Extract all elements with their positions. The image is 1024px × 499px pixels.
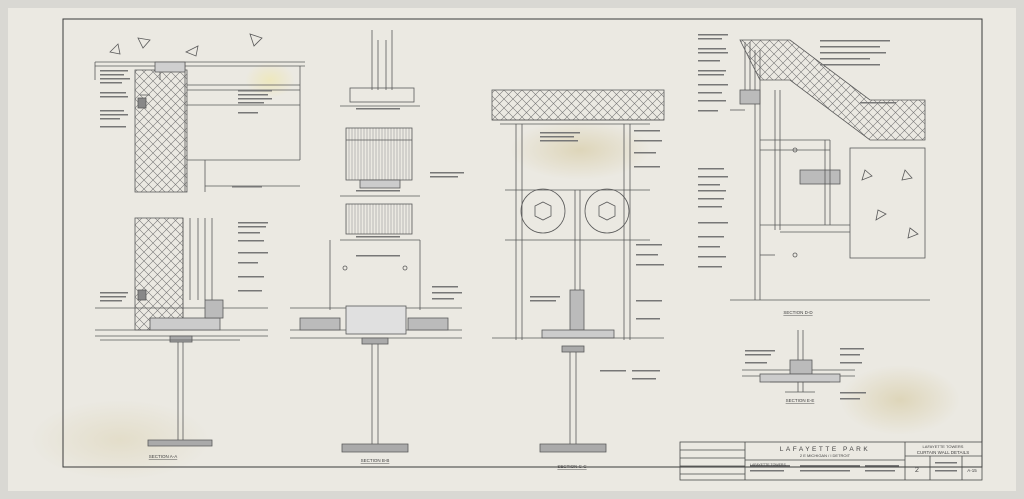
sheet-number: A-15 bbox=[967, 468, 977, 473]
detail-b bbox=[290, 30, 462, 453]
detail-d bbox=[730, 39, 930, 301]
project-title: LAFAYETTE PARK bbox=[780, 446, 870, 453]
detail-c bbox=[491, 89, 665, 453]
detail-a-top bbox=[94, 33, 305, 193]
detail-e bbox=[742, 330, 855, 393]
notes-e bbox=[745, 348, 866, 400]
detail-a-bottom bbox=[95, 217, 268, 447]
building-name: LAFAYETTE TOWERS bbox=[750, 463, 786, 467]
drawing-border bbox=[62, 18, 983, 468]
title-block bbox=[679, 441, 983, 481]
sheet-sequence: 2 bbox=[915, 467, 919, 474]
building-name-header: LAFAYETTE TOWERS bbox=[923, 444, 964, 449]
notes-c bbox=[530, 130, 664, 380]
notes-d bbox=[698, 34, 896, 268]
section-label-b: SECTION B-B bbox=[361, 458, 390, 463]
section-label-e: SECTION E-E bbox=[786, 398, 815, 403]
section-label-c: SECTION C-C bbox=[557, 464, 587, 469]
notes-b bbox=[356, 108, 464, 300]
section-label-d: SECTION D-D bbox=[783, 310, 813, 315]
notes-a-bottom bbox=[100, 222, 268, 302]
project-address: 2 E MICHIGAN / I DETROIT bbox=[800, 453, 851, 458]
section-label-a: SECTION A-A bbox=[149, 454, 178, 459]
notes-a-top bbox=[100, 70, 272, 188]
sheet-title: CURTAIN WALL DETAILS bbox=[917, 450, 969, 455]
